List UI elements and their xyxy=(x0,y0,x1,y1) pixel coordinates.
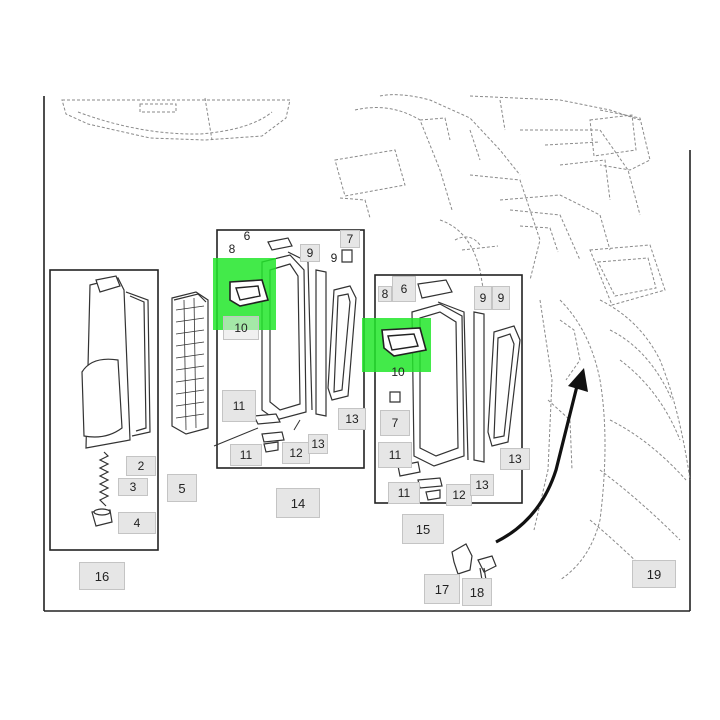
knob-part-4 xyxy=(91,508,113,527)
callout-9-a: 9 xyxy=(300,244,320,262)
callout-17: 17 xyxy=(424,574,460,604)
callout-11-c: 11 xyxy=(378,442,412,468)
callout-11-b: 11 xyxy=(230,444,262,466)
callout-12-a: 12 xyxy=(282,442,310,464)
callout-5: 5 xyxy=(167,474,197,502)
callout-14: 14 xyxy=(276,488,320,518)
callout-11-a: 11 xyxy=(222,390,256,422)
location-arrow xyxy=(495,368,588,544)
spring-part-3 xyxy=(98,451,110,507)
callout-13-d: 13 xyxy=(500,448,530,470)
callout-13-b: 13 xyxy=(338,408,366,430)
callout-15: 15 xyxy=(402,514,444,544)
callout-4: 4 xyxy=(118,512,156,534)
filter-element-part-5 xyxy=(171,291,209,435)
callout-2: 2 xyxy=(126,456,156,476)
callout-3: 3 xyxy=(118,478,148,496)
callout-19: 19 xyxy=(632,560,676,588)
callout-11-d: 11 xyxy=(388,482,420,504)
assembly-box-16 xyxy=(49,269,159,551)
callout-7-b: 7 xyxy=(380,410,410,436)
callout-6-a: 6 xyxy=(243,229,251,243)
callout-7-a: 7 xyxy=(340,230,360,248)
callout-13-a: 13 xyxy=(308,434,328,454)
callout-18: 18 xyxy=(462,578,492,606)
bolt-part-18 xyxy=(477,555,497,581)
callout-12-b: 12 xyxy=(446,484,472,506)
leader-lines xyxy=(213,419,301,447)
callout-8-b: 8 xyxy=(378,286,392,302)
callout-10-b: 10 xyxy=(391,365,405,379)
callout-10-a: 10 xyxy=(223,316,259,340)
callout-6-b: 6 xyxy=(392,276,416,302)
callout-9-d: 9 xyxy=(492,286,510,310)
filter-cover-part-2 xyxy=(81,275,151,449)
tractor-cab-outline xyxy=(61,94,691,581)
drawing-frame xyxy=(43,96,691,612)
callout-9-c: 9 xyxy=(474,286,492,310)
callout-8-a: 8 xyxy=(228,242,236,256)
callout-13-c: 13 xyxy=(470,474,494,496)
bracket-part-17 xyxy=(451,543,473,575)
callout-16: 16 xyxy=(79,562,125,590)
callout-9-b: 9 xyxy=(330,251,338,265)
